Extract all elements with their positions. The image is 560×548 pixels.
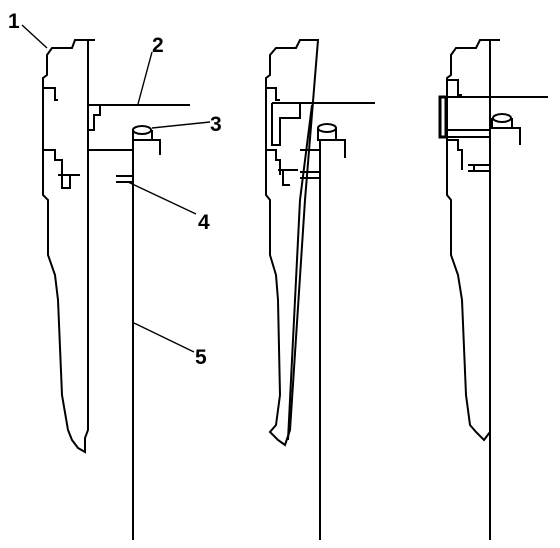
callout-5-leader bbox=[133, 322, 195, 353]
callout-1-leader bbox=[21, 24, 48, 49]
view2-upper-step bbox=[266, 87, 280, 101]
view1-pin bbox=[132, 130, 153, 141]
view2-lower-notch bbox=[278, 169, 298, 186]
view3-clamp-block bbox=[438, 95, 448, 139]
view1-lower-notch bbox=[58, 174, 80, 189]
view-2 bbox=[265, 39, 375, 540]
view1-tab bbox=[116, 175, 134, 183]
callout-5-label: 5 bbox=[195, 346, 207, 369]
view-3 bbox=[438, 39, 548, 540]
callout-4-leader bbox=[127, 181, 197, 215]
view3-mid-step bbox=[447, 139, 463, 170]
view1-arm-bracket bbox=[87, 105, 101, 131]
callout-2-leader bbox=[137, 51, 153, 105]
view1-pin-head bbox=[132, 125, 152, 135]
view3-pin-head bbox=[492, 113, 512, 123]
callout-3-leader bbox=[151, 121, 211, 129]
view2-pin-head bbox=[317, 123, 337, 133]
view1-mid-step bbox=[43, 149, 63, 175]
view-1 bbox=[42, 39, 190, 540]
view2-tilted-rod bbox=[287, 104, 313, 441]
callout-1-label: 1 bbox=[8, 10, 20, 33]
view3-pin bbox=[491, 118, 513, 129]
callout-2-label: 2 bbox=[152, 34, 164, 57]
view3-arm-bracket bbox=[446, 129, 490, 138]
view2-pin-clip bbox=[336, 139, 346, 158]
view2-body-outline bbox=[265, 39, 320, 447]
callouts: 1 2 3 4 5 bbox=[8, 10, 222, 369]
view2-lower-bracket bbox=[300, 149, 321, 170]
view3-tab bbox=[468, 164, 490, 172]
callout-3-label: 3 bbox=[210, 113, 222, 136]
view1-upper-step bbox=[43, 87, 58, 101]
view2-arm-bracket bbox=[271, 103, 301, 146]
view2-pin bbox=[317, 128, 337, 141]
view3-body-outline bbox=[446, 39, 500, 442]
callout-4-label: 4 bbox=[198, 211, 210, 234]
view2-mid-step bbox=[266, 149, 281, 175]
view3-upper-step bbox=[447, 79, 462, 96]
view3-pin-clip bbox=[512, 127, 521, 145]
view1-pin-clip bbox=[152, 139, 161, 155]
view1-body-outline bbox=[42, 39, 95, 454]
view1-lower-bracket bbox=[88, 149, 134, 160]
